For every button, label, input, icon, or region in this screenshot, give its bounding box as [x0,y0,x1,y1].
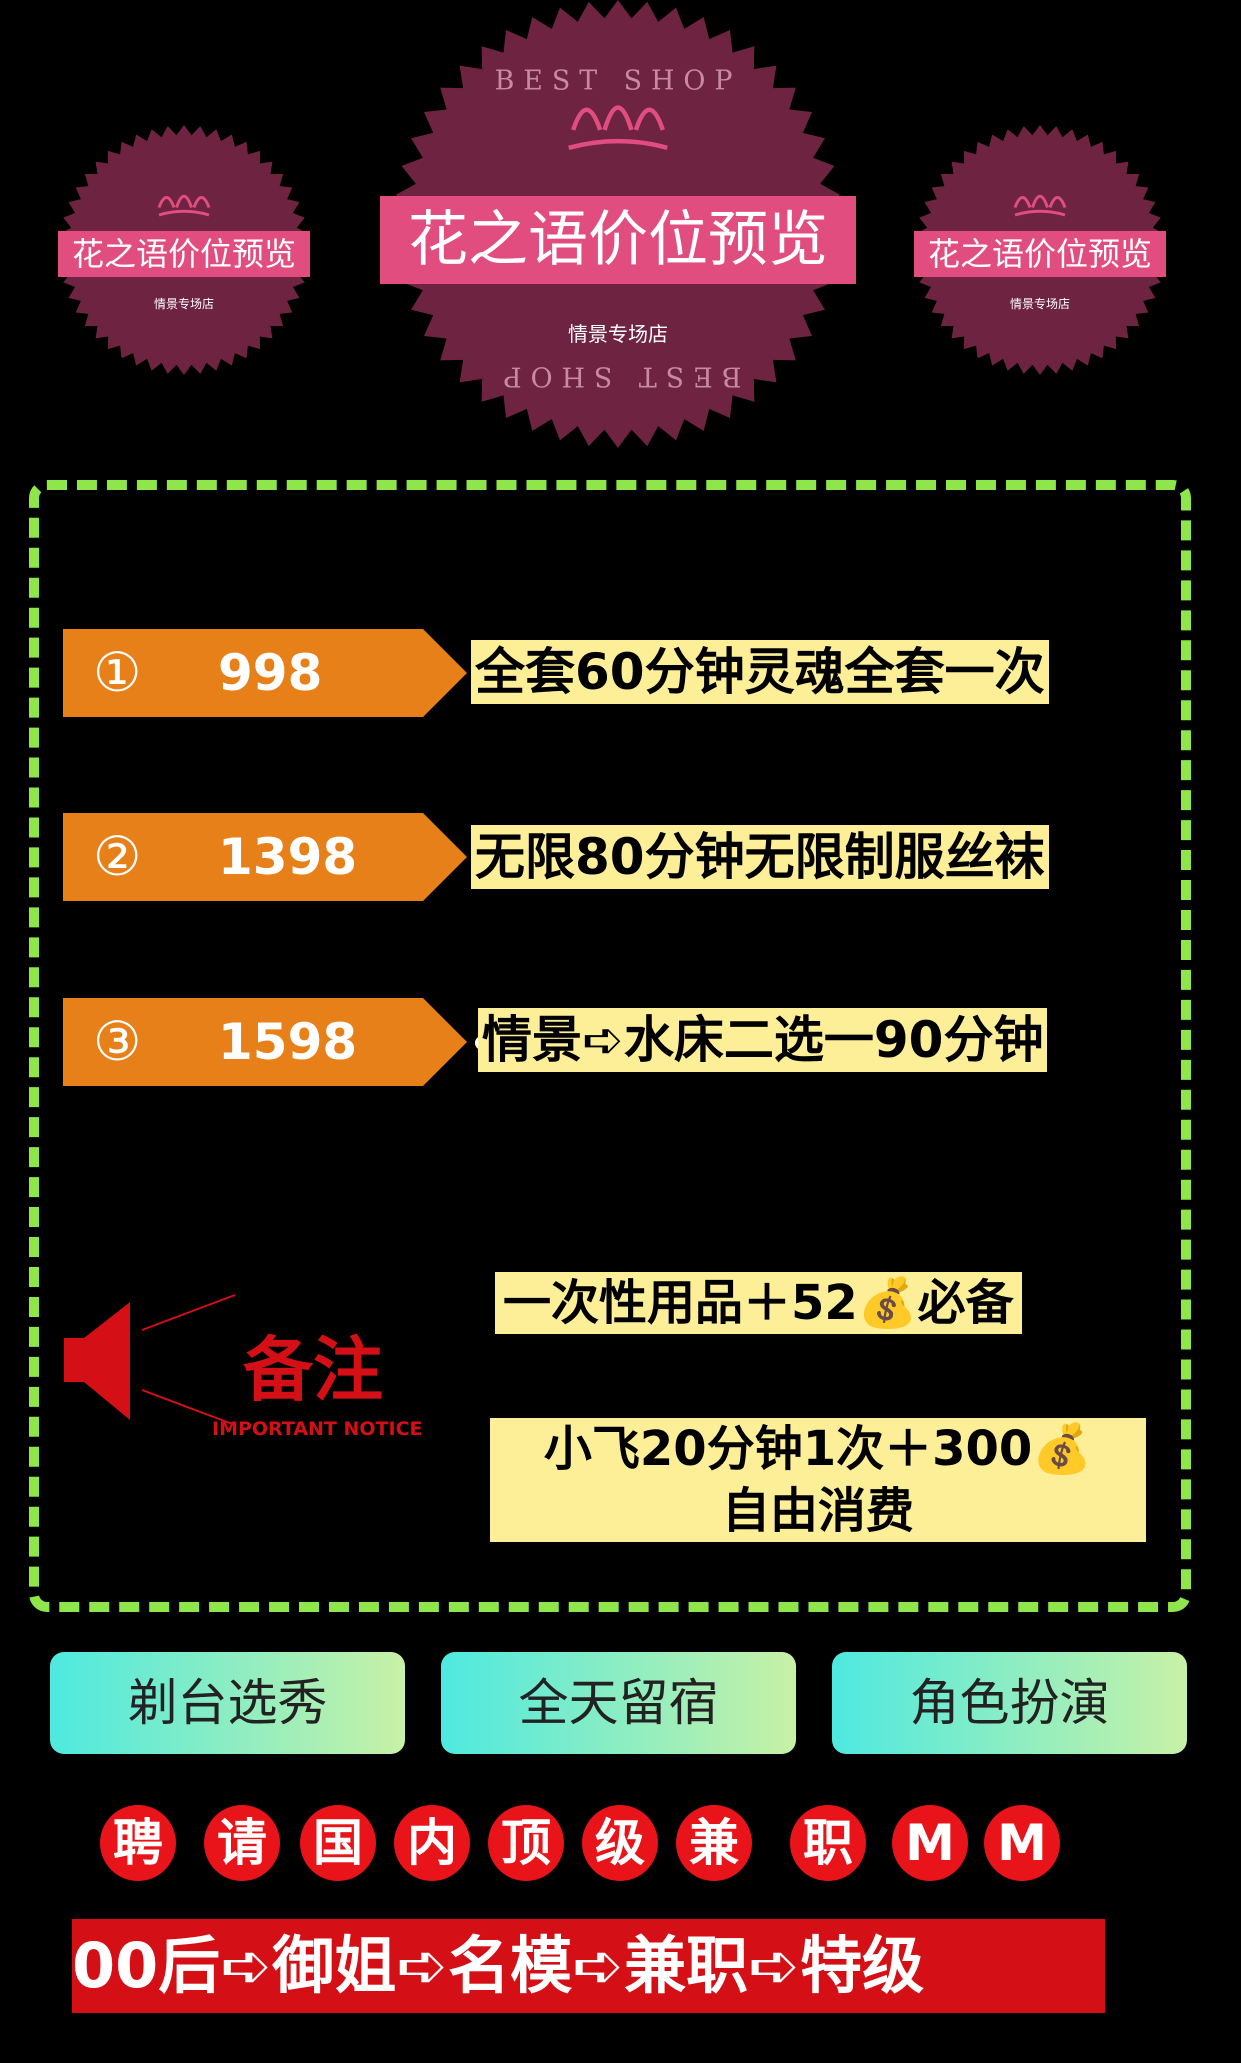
badge-arc-text: BEST SHOP [495,66,742,97]
recruit-char: 兼 [676,1805,752,1881]
recruit-char: 级 [582,1805,658,1881]
package-number: ② [93,825,142,888]
package-price: 1398 [218,828,358,886]
recruit-char: 职 [790,1805,866,1881]
package-number: ① [93,641,142,704]
package-price: 998 [218,644,323,702]
button-stage-show[interactable]: 剃台选秀 [50,1652,405,1754]
package-number: ③ [93,1010,142,1073]
dashed-frame [29,480,1191,1612]
recruit-char: 顶 [488,1805,564,1881]
badge-subtitle: 情景专场店 [153,297,214,311]
recruit-char: M [984,1805,1060,1881]
page-title: 花之语价位预览 [380,196,856,284]
note-item-1: 一次性用品＋52💰必备 [495,1272,1022,1334]
badge-ribbon-title: 花之语价位预览 [57,231,311,278]
badge-ribbon-title: 花之语价位预览 [913,231,1167,278]
button-roleplay[interactable]: 角色扮演 [832,1652,1187,1754]
tag-shape [63,629,467,717]
speaker-icon [64,1294,236,1426]
bottom-banner: 00后➪御姐➪名模➪兼职➪特级 [72,1919,1105,2013]
package-tag-1: ① 998 [63,629,489,717]
notice-subtitle: IMPORTANT NOTICE [212,1418,423,1440]
badge-center: BEST SHOP BEST SHOP 花之语价位预览 情景专场店 [380,0,856,448]
badge-arc-text-bottom: BEST SHOP [495,360,742,391]
tag-shape [63,813,467,901]
notice-title: 备注 [243,1329,383,1411]
package-desc-3: 情景➪水床二选一90分钟 [478,1008,1048,1072]
note-item-2: 小飞20分钟1次＋300💰 自由消费 [490,1418,1146,1542]
package-tag-2: ② 1398 [63,813,489,901]
badge-left: 花之语价位预览 情景专场店 [57,125,311,375]
note-line: 自由消费 [721,1483,914,1539]
package-tag-3: ③ 1598 [63,998,489,1086]
badge-right: 花之语价位预览 情景专场店 [913,125,1167,375]
page-subtitle: 情景专场店 [568,322,668,346]
recruit-char: 请 [204,1805,280,1881]
recruit-char: 国 [300,1805,376,1881]
recruit-char: 聘 [100,1805,176,1881]
package-desc-1: 全套60分钟灵魂全套一次 [471,640,1049,704]
note-line: 小飞20分钟1次＋300💰 [543,1421,1093,1477]
recruit-char: M [892,1805,968,1881]
tag-shape [63,998,467,1086]
button-overnight[interactable]: 全天留宿 [441,1652,796,1754]
package-desc-2: 无限80分钟无限制服丝袜 [471,825,1049,889]
package-price: 1598 [218,1013,358,1071]
recruit-char: 内 [394,1805,470,1881]
badge-subtitle: 情景专场店 [1009,297,1070,311]
